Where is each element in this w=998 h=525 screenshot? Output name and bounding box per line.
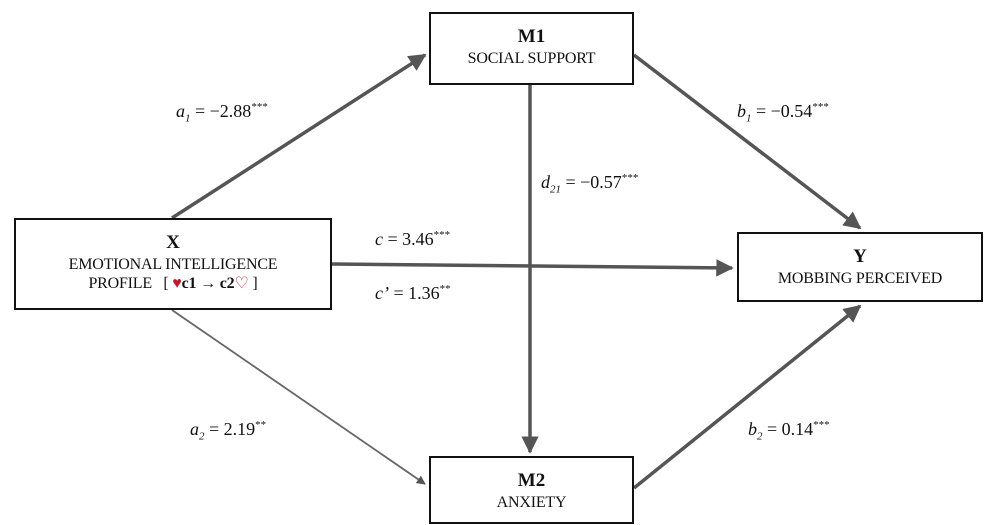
coef-b1-sig: *** xyxy=(812,101,829,113)
coef-a2: a2 = 2.19** xyxy=(190,419,266,443)
coef-b1-sub: 1 xyxy=(746,112,752,125)
coef-d21-var: d xyxy=(541,172,550,192)
bracket-close: ] xyxy=(252,274,258,292)
node-m1-social-support: M1 SOCIAL SUPPORT xyxy=(429,12,634,85)
coef-a1-var: a xyxy=(176,101,185,121)
coef-d21: d21 = −0.57*** xyxy=(541,172,638,196)
node-y-symbol: Y xyxy=(853,246,867,267)
node-x-profile-word: PROFILE xyxy=(88,274,152,292)
coef-a1-value: = −2.88 xyxy=(195,101,252,121)
coef-a1-sig: *** xyxy=(251,101,268,113)
outline-heart-icon: ♡ xyxy=(234,274,249,292)
class-c1: c1 xyxy=(181,274,197,292)
arrow-x-to-y xyxy=(331,259,734,277)
arrow-x-to-m2 xyxy=(171,309,426,485)
coef-a2-value: = 2.19 xyxy=(209,419,256,439)
coef-a1-sub: 1 xyxy=(185,112,191,125)
coef-c-prime-sig: ** xyxy=(439,283,451,295)
coef-d21-sub: 21 xyxy=(550,183,561,196)
coef-c-sig: *** xyxy=(433,229,451,241)
arrow-x-to-m1 xyxy=(171,53,427,220)
node-m2-label: ANXIETY xyxy=(496,493,567,511)
coef-a2-sub: 2 xyxy=(199,430,205,443)
coef-a2-var: a xyxy=(190,419,199,439)
node-m2-anxiety: M2 ANXIETY xyxy=(429,456,634,524)
coef-b2-sig: *** xyxy=(813,419,830,431)
node-x-emotional-intelligence: X EMOTIONAL INTELLIGENCE PROFILE [ ♥c1 →… xyxy=(14,218,332,310)
coef-c-value: = 3.46 xyxy=(387,229,434,249)
node-x-symbol: X xyxy=(166,232,180,253)
coef-b1-var: b xyxy=(737,101,746,121)
coef-c-var: c xyxy=(375,229,383,249)
class-c2: c2 xyxy=(219,274,235,292)
node-m1-label: SOCIAL SUPPORT xyxy=(467,49,596,67)
node-m2-symbol: M2 xyxy=(517,470,546,491)
node-m1-symbol: M1 xyxy=(517,26,546,47)
filled-heart-icon: ♥ xyxy=(172,274,182,292)
coef-b2: b2 = 0.14*** xyxy=(748,419,830,443)
coef-b2-sub: 2 xyxy=(757,430,763,443)
coef-b2-var: b xyxy=(748,419,757,439)
bracket-open: [ xyxy=(163,274,169,292)
coef-b2-value: = 0.14 xyxy=(767,419,814,439)
arrow-m1-to-y xyxy=(632,53,862,230)
coef-d21-value: = −0.57 xyxy=(565,172,622,192)
arrow-m2-to-y xyxy=(632,304,862,490)
coef-b1-value: = −0.54 xyxy=(756,101,813,121)
node-y-label: MOBBING PERCEIVED xyxy=(777,269,943,287)
coef-c: c = 3.46*** xyxy=(375,229,450,250)
node-x-label: EMOTIONAL INTELLIGENCE xyxy=(68,255,278,273)
coef-b1: b1 = −0.54*** xyxy=(737,101,829,125)
coef-c-prime: c’ = 1.36** xyxy=(375,283,451,304)
coef-d21-sig: *** xyxy=(621,172,639,184)
coef-c-prime-var: c’ xyxy=(375,283,389,303)
coef-c-prime-value: = 1.36 xyxy=(393,283,440,303)
node-y-mobbing-perceived: Y MOBBING PERCEIVED xyxy=(737,232,983,302)
transition-arrow: → xyxy=(200,274,216,292)
node-x-profile-line: PROFILE [ ♥c1 → c2♡ ] xyxy=(16,274,330,293)
coef-a2-sig: ** xyxy=(255,419,267,431)
coef-a1: a1 = −2.88*** xyxy=(176,101,268,125)
